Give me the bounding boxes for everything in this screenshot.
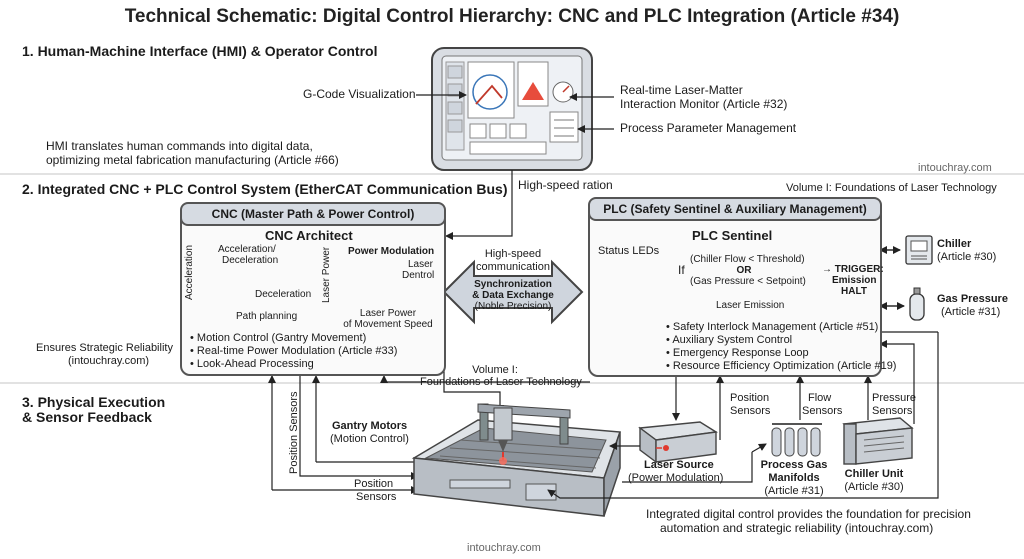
gas-manifolds-line-1: Process Gas [760, 459, 828, 471]
flow-sensors-line-1: Flow [808, 392, 832, 404]
gantry-motors-label: Gantry Motors [332, 420, 408, 432]
monitor-label-line-2: Interaction Monitor (Article #32) [620, 97, 788, 111]
cnc-bullet-item: Look-Ahead Processing [190, 358, 397, 371]
decel-label: Deceleration [255, 289, 312, 300]
logic-condition-1: (Chiller Flow < Threshold) [690, 254, 805, 265]
monitor-label-line-1: Real-time Laser-Matter [620, 83, 743, 97]
reliability-line-2: (intouchray.com) [68, 355, 150, 367]
plc-bullet-item: Auxiliary System Control [666, 334, 896, 347]
bus-sync-line-1: Synchronization [474, 279, 552, 290]
footer-note-line-2: automation and strategic reliability (in… [660, 521, 934, 535]
bus-sync-line-3: (Noble Precision) [474, 301, 552, 312]
status-leds-label: Status LEDs [598, 245, 660, 257]
gas-pressure-label: Gas Pressure [937, 293, 1008, 305]
accel-y-axis-label: Acceleration [184, 244, 195, 300]
gcode-visualization-label: G-Code Visualization [303, 87, 416, 101]
chiller-icon-graphic [905, 235, 933, 265]
reliability-line-1: Ensures Strategic Reliability [36, 342, 173, 354]
logic-condition-2: (Gas Pressure < Setpoint) [690, 276, 806, 287]
hmi-note-line-2: optimizing metal fabrication manufacturi… [46, 153, 339, 167]
gas-manifolds-line-3: (Article #31) [764, 485, 824, 497]
bus-top-line-2: communication [476, 261, 550, 273]
power-x-axis-line-1: Laser Power [359, 308, 417, 319]
section-1-heading: 1. Human-Machine Interface (HMI) & Opera… [22, 43, 378, 59]
gantry-motors-sub: (Motion Control) [330, 433, 409, 445]
cnc-architect-title: CNC Architect [265, 228, 353, 243]
cnc-bullet-list: Motion Control (Gantry Movement) Real-ti… [190, 332, 398, 371]
position-sensors-right-line-2: Sensors [730, 405, 771, 417]
diagram-title: Technical Schematic: Digital Control Hie… [124, 6, 900, 27]
cnc-machine-illustration [411, 403, 622, 517]
chiller-article: (Article #30) [937, 251, 997, 263]
power-modulation-title: Power Modulation [348, 246, 435, 257]
plc-panel-header: PLC (Safety Sentinel & Auxiliary Managem… [588, 197, 882, 221]
chiller-unit-line-2: (Article #30) [844, 481, 904, 493]
watermark-top: intouchray.com [918, 162, 992, 174]
laser-dentrol-line-2: Dentrol [402, 270, 435, 281]
laser-dentrol-line-1: Laser [408, 259, 434, 270]
path-planning-label: Path planning [236, 311, 298, 322]
laser-source-label: Laser Source [644, 459, 714, 471]
cnc-bullet-item: Motion Control (Gantry Movement) [190, 332, 397, 345]
section-3-heading-line-1: 3. Physical Execution [22, 394, 166, 410]
plc-bullet-item: Safety Interlock Management (Article #51… [666, 321, 896, 334]
hmi-tablet-illustration [431, 47, 593, 171]
accel-label-line-2: Deceleration [222, 255, 279, 266]
accel-label-line-1: Acceleration/ [218, 244, 276, 255]
position-sensors-bottom-line-2: Sensors [356, 491, 397, 503]
process-parameter-label: Process Parameter Management [620, 121, 797, 135]
cnc-panel-header: CNC (Master Path & Power Control) [180, 202, 446, 226]
chiller-unit-illustration [842, 417, 914, 465]
logic-trigger-line-3: HALT [841, 286, 867, 297]
plc-bullet-item: Emergency Response Loop [666, 347, 896, 360]
flow-sensors-line-2: Sensors [802, 405, 843, 417]
plc-bullet-item: Resource Efficiency Optimization (Articl… [666, 360, 897, 373]
cnc-bullet-item: Real-time Power Modulation (Article #33) [190, 345, 398, 358]
laser-emission-label: Laser Emission [716, 300, 785, 311]
logic-trigger-line-1: → TRIGGER: [822, 264, 884, 275]
bus-top-line-1: High-speed [484, 248, 542, 260]
footer-note-line-1: Integrated digital control provides the … [646, 507, 971, 521]
logic-or: OR [736, 265, 752, 276]
logic-trigger-line-2: Emission [832, 275, 877, 286]
pressure-sensors-line-1: Pressure [872, 392, 917, 404]
high-speed-ration-label: High-speed ration [518, 178, 613, 192]
gas-manifolds-line-2: Manifolds [768, 472, 820, 484]
chiller-unit-line-1: Chiller Unit [844, 468, 904, 480]
ethercat-bus-arrow [442, 259, 584, 325]
bus-sync-line-2: & Data Exchange [472, 290, 554, 301]
laser-source-sub: (Power Modulation) [628, 472, 724, 484]
logic-if-label: If [678, 263, 685, 277]
laser-source-illustration [638, 421, 719, 464]
section-2-heading: 2. Integrated CNC + PLC Control System (… [22, 181, 508, 197]
volume-mid-line-2: Foundations of Laser Technology [420, 376, 582, 388]
gas-pressure-article: (Article #31) [941, 306, 1001, 318]
power-x-axis-line-2: of Movement Speed [343, 319, 433, 330]
gas-cylinder-icon-graphic [909, 287, 925, 321]
position-sensors-right-line-1: Position [730, 392, 770, 404]
pressure-sensors-line-2: Sensors [872, 405, 913, 417]
power-y-axis-label: Laser Power [321, 246, 332, 303]
volume-mid-line-1: Volume I: [472, 364, 518, 376]
position-sensors-bottom-line-1: Position [354, 478, 394, 490]
volume-top-label: Volume I: Foundations of Laser Technolog… [786, 182, 997, 194]
hmi-note-line-1: HMI translates human commands into digit… [46, 139, 313, 153]
plc-sentinel-title: PLC Sentinel [692, 228, 773, 243]
gas-manifold-illustration [771, 423, 822, 457]
chiller-label: Chiller [937, 238, 972, 250]
watermark-bottom: intouchray.com [467, 542, 541, 554]
section-3-heading-line-2: & Sensor Feedback [22, 409, 152, 425]
position-sensors-vertical-label: Position Sensors [288, 391, 300, 474]
plc-bullet-list: Safety Interlock Management (Article #51… [666, 321, 896, 373]
